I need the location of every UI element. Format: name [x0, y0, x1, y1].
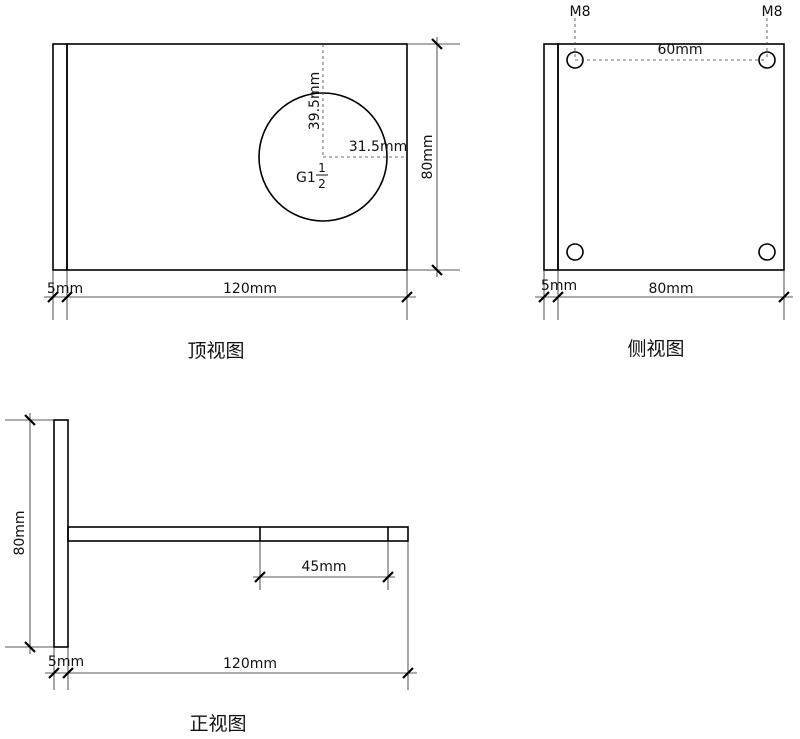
- bolt-label-left: M8: [570, 4, 591, 20]
- side-view-width-dim: 80mm: [648, 281, 693, 297]
- thread-denominator: 2: [318, 177, 326, 191]
- bolt-spacing-dim: 60mm: [657, 42, 702, 58]
- bolt-hole-bottom-right: [758, 243, 776, 261]
- top-view-height-dim: 80mm: [420, 134, 436, 179]
- bolt-hole-top-right: [758, 51, 776, 69]
- top-view-plate: [66, 43, 408, 271]
- side-view: M8 M8 60mm 5mm 80mm 侧视图: [535, 4, 793, 360]
- side-view-flange: [543, 43, 559, 271]
- top-view-title: 顶视图: [187, 340, 244, 362]
- bolt-hole-bottom-left: [566, 243, 584, 261]
- side-view-plate: [557, 43, 785, 271]
- top-view-thread-label: G1 1 2: [296, 161, 328, 191]
- front-view-height-dim: 80mm: [12, 510, 28, 555]
- top-view: 39.5mm 31.5mm G1 1 2 80mm 5mm 120mm 顶视图: [44, 37, 460, 362]
- bolt-label-right: M8: [762, 4, 783, 20]
- front-view-width-dim: 120mm: [223, 656, 277, 672]
- side-view-title: 侧视图: [627, 338, 684, 360]
- top-view-hole-horizontal-dim: 31.5mm: [349, 139, 407, 155]
- front-view-segment-dim: 45mm: [301, 559, 346, 575]
- top-view-width-dim: 120mm: [223, 281, 277, 297]
- front-view: 80mm 45mm 5mm 120mm 正视图: [5, 413, 417, 735]
- front-view-title: 正视图: [189, 713, 246, 735]
- thread-numerator: 1: [318, 161, 326, 175]
- top-view-flange: [52, 43, 68, 271]
- front-view-plate: [67, 526, 409, 542]
- thread-prefix: G1: [296, 170, 316, 186]
- front-view-flange: [53, 419, 69, 648]
- side-view-flange-dim: 5mm: [541, 278, 577, 294]
- front-view-flange-dim: 5mm: [48, 654, 84, 670]
- top-view-hole-vertical-dim: 39.5mm: [307, 72, 323, 130]
- top-view-flange-dim: 5mm: [47, 281, 83, 297]
